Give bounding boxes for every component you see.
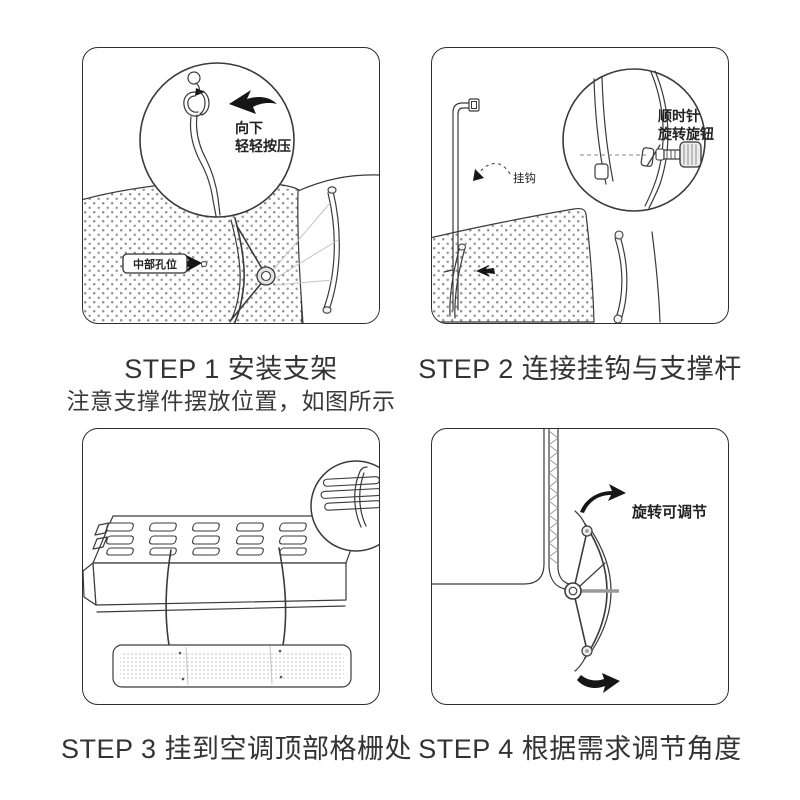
hole-label-text: 中部孔位 (133, 257, 177, 271)
press-label-line2: 轻轻按压 (235, 138, 291, 154)
rotate-label: 旋转可调节 (631, 503, 707, 521)
ac-body-outline (432, 429, 545, 585)
hole-label: 中部孔位 (122, 253, 188, 274)
step1-illustration: 中部孔位 向下 轻轻 (83, 62, 379, 323)
step2-panel: 挂钩 (431, 47, 729, 324)
clip (183, 90, 210, 117)
deflector-panel (112, 644, 352, 688)
pivot-bracket (564, 510, 619, 672)
pin-ball (187, 71, 201, 85)
step1-panel: 中部孔位 向下 轻轻 (82, 47, 380, 324)
hook-callout: 挂钩 (473, 162, 536, 185)
telescopic-rod (548, 429, 570, 590)
rotate-arrow-top-icon (580, 484, 626, 513)
step4-caption: STEP 4 根据需求调节角度 (418, 734, 742, 764)
step1-note: 注意支撑件摆放位置，如图所示 (66, 388, 396, 414)
step3-illustration (83, 460, 379, 688)
support-bracket (229, 202, 339, 323)
knob-label-line1: 顺时针 (658, 108, 700, 124)
right-bracket-bar (613, 230, 628, 323)
step1-caption: STEP 1 安装支架 (124, 354, 338, 384)
knob (655, 141, 702, 168)
magnifier-circle (310, 460, 379, 552)
knob-label-line2: 旋转旋钮 (657, 126, 714, 142)
hook-label: 挂钩 (513, 171, 536, 185)
step4-panel: 旋转可调节 (431, 428, 729, 705)
step4-illustration: 旋转可调节 (432, 429, 707, 693)
magnifier-circle: 向下 轻轻按压 (139, 62, 295, 218)
magnifier-circle: 顺时针 旋转旋钮 (562, 68, 714, 212)
step2-caption: STEP 2 连接挂钩与支撑杆 (418, 354, 742, 384)
step2-illustration: 挂钩 (432, 68, 714, 323)
hanging-wires (165, 547, 287, 646)
step3-panel (82, 428, 380, 705)
knob-arrow-icon (476, 265, 495, 277)
press-label-line1: 向下 (235, 120, 263, 136)
press-down-arrow-icon (229, 90, 277, 114)
perforated-panel (432, 207, 661, 323)
grille-slots (105, 522, 340, 556)
hook-rod (443, 98, 480, 319)
step3-caption: STEP 3 挂到空调顶部格栅处 (61, 734, 413, 764)
side-sheet (297, 174, 379, 323)
middle-hole (200, 260, 208, 268)
rotate-arrow-bottom-icon (577, 673, 620, 693)
